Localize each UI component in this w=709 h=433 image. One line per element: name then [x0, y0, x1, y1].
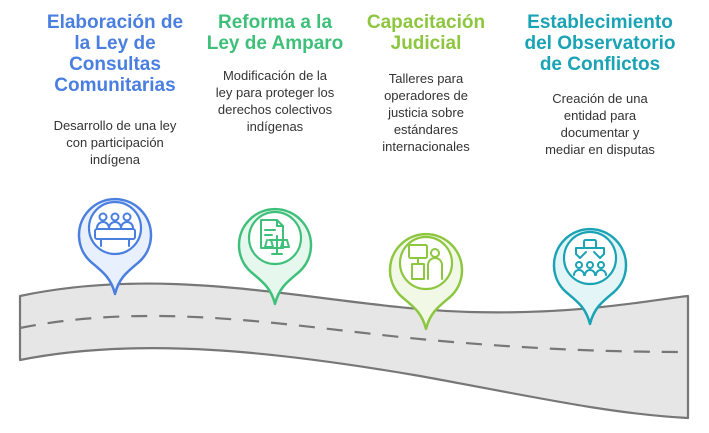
- step-2: Reforma a la Ley de Amparo Modificación …: [185, 12, 365, 134]
- step-2-description: Modificación de la ley para proteger los…: [215, 68, 335, 134]
- step-3-title: Capacitación Judicial: [366, 12, 486, 54]
- step-2-title: Reforma a la Ley de Amparo: [206, 12, 344, 54]
- step-4-description: Creación de una entidad para documentar …: [545, 91, 655, 157]
- presenter-training-icon: [408, 244, 443, 280]
- map-pin-1: [77, 198, 153, 296]
- map-pin-4: [552, 228, 628, 326]
- map-pin-2: [237, 208, 313, 306]
- step-3-description: Talleres para operadores de justicia sob…: [382, 71, 470, 154]
- map-pin-3: [388, 233, 464, 331]
- step-1-description: Desarrollo de una ley con participación …: [53, 118, 177, 167]
- mediation-network-icon: [573, 239, 607, 276]
- community-meeting-icon: [94, 212, 136, 247]
- step-4-title: Establecimiento del Observatorio de Conf…: [524, 12, 676, 75]
- step-1-title: Elaboración de la Ley de Consultas Comun…: [46, 12, 184, 96]
- step-1: Elaboración de la Ley de Consultas Comun…: [25, 12, 205, 167]
- road-lane-marking: [19, 314, 689, 354]
- step-4: Establecimiento del Observatorio de Conf…: [510, 12, 690, 157]
- step-3: Capacitación Judicial Talleres para oper…: [336, 12, 516, 154]
- road-surface: [18, 282, 690, 420]
- legal-document-scales-icon: [260, 219, 290, 255]
